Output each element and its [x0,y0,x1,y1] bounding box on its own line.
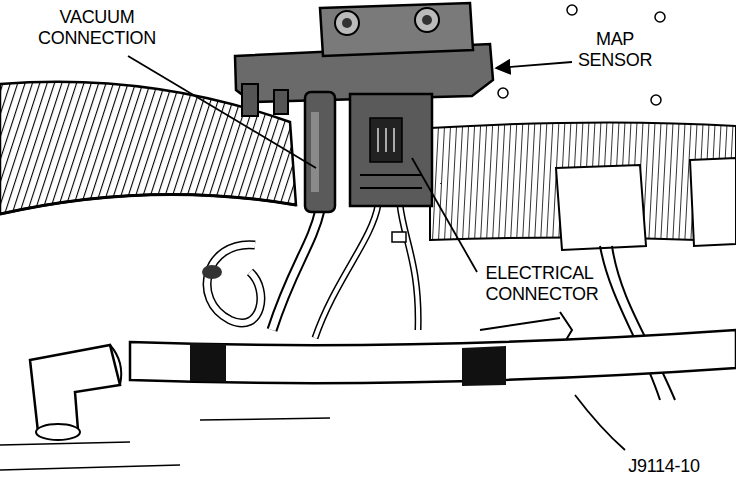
part-label: ELECTRICAL CONNECTOR [483,262,602,306]
hose-clamp [190,343,226,382]
elbow-fitting [30,345,120,432]
leader-line [412,158,477,272]
tape-wrap [556,165,646,250]
part-label: MAP SENSOR [575,28,655,72]
fitting-opening [36,424,80,440]
wire-loop [207,245,261,323]
harness-wire [315,205,378,338]
bolt-head [422,15,432,25]
connector-ridges [360,175,422,188]
hose-edge [0,194,296,214]
decor-circle [567,5,577,15]
decor-circle [651,95,661,105]
sensor-flange [320,3,473,56]
tube-edge-line [575,395,625,450]
air-hose [0,82,296,214]
coolant-tube [130,330,736,383]
port-highlight [311,112,319,192]
mounting-bolt [335,11,359,35]
bolt-head [342,18,352,28]
sensor-tab [274,90,288,114]
tape-wrap [690,158,736,246]
harness-wire [315,205,378,338]
hose-clamp [462,346,506,386]
mounting-bolt [415,8,439,32]
harness-wire [400,205,418,330]
connector-pins [378,128,394,152]
electrical-connector [350,94,432,206]
bracket [480,312,572,340]
fitting-edge [110,345,121,385]
vacuum-hose [272,210,320,330]
wire [600,246,660,400]
connector-socket [370,118,402,162]
vacuum-port [305,92,335,212]
vacuum-hose [272,210,320,330]
decor-circle [655,12,665,22]
harness-wire [400,205,418,330]
sensor-tab [242,84,258,116]
leader-line [128,56,316,168]
wire-splice [392,232,406,242]
engine-outline [0,418,330,470]
part-label: VACUUM CONNECTION [35,6,159,50]
wire [612,246,675,400]
wire-grommet [202,265,222,279]
wire-loop [207,245,261,323]
leader-arrow [496,62,572,68]
figure-number: J9114-10 [625,455,702,478]
decor-circle [498,88,508,98]
